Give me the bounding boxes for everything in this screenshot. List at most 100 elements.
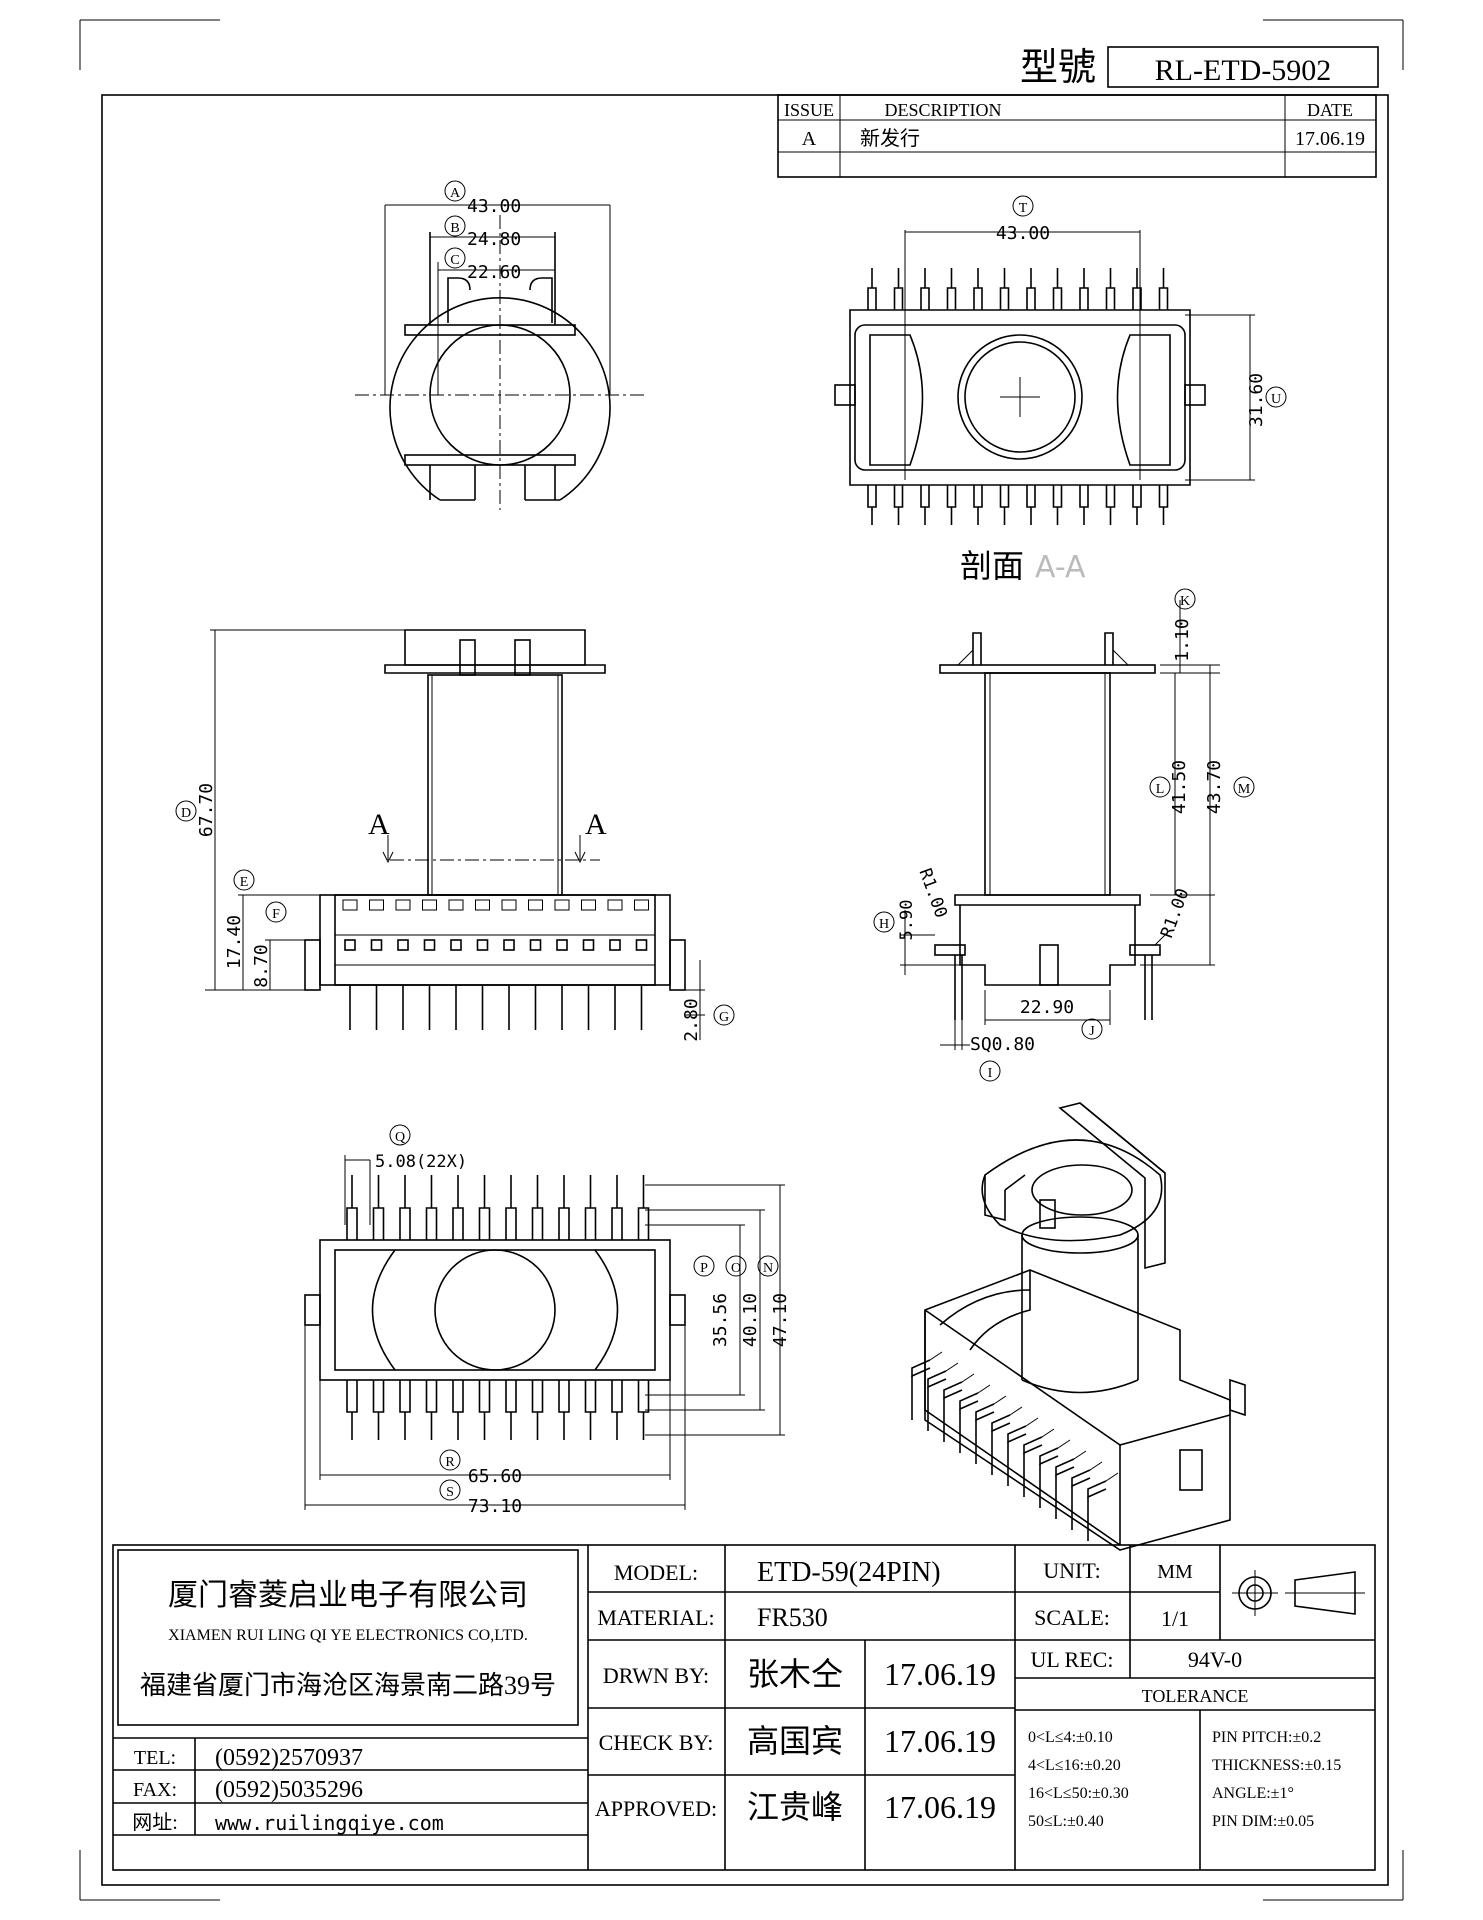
bottom-view: Q 5.08(22X) P 35.56 O 40.10 N 47.10 R 65… — [304, 1124, 791, 1517]
svg-text:SQ0.80: SQ0.80 — [970, 1034, 1035, 1055]
svg-text:T: T — [1019, 201, 1028, 216]
title-block: 厦门睿菱启业电子有限公司 XIAMEN RUI LING QI YE ELECT… — [112, 1544, 1376, 1871]
dim-f: F 8.70 — [251, 901, 287, 988]
front-pin-slot — [450, 939, 462, 951]
section-pin — [920, 485, 930, 508]
svg-text:40.10: 40.10 — [740, 1293, 761, 1347]
svg-text:G: G — [719, 1010, 729, 1025]
front-pin-notch — [554, 899, 570, 911]
bottom-pin — [531, 1380, 544, 1413]
iso-rib — [961, 1373, 975, 1383]
model-field-label: MODEL: — [614, 1560, 698, 1585]
material-label: MATERIAL: — [597, 1605, 714, 1630]
dim-c: C 22.60 — [444, 247, 521, 283]
scale-value: 1/1 — [1161, 1606, 1189, 1631]
section-pin — [893, 485, 904, 508]
section-pins — [867, 268, 1169, 525]
svg-text:H: H — [879, 917, 889, 932]
svg-text:22.60: 22.60 — [467, 262, 521, 283]
iso-rib — [945, 1362, 959, 1372]
bottom-pin — [531, 1207, 544, 1240]
bottom-pin — [478, 1380, 491, 1413]
svg-text:O: O — [731, 1261, 741, 1276]
dim-b: B 24.80 — [444, 215, 521, 250]
radius-left: R1.00 — [915, 866, 951, 921]
web-link[interactable]: www.ruilingqiye.com — [215, 1811, 444, 1835]
section-pin — [1158, 485, 1169, 508]
section-pin — [946, 287, 957, 310]
tolerance-left-0: 0<L≤4:±0.10 — [1028, 1729, 1113, 1746]
iso-rib — [1089, 1461, 1103, 1471]
iso-pin — [1023, 1436, 1043, 1455]
iso-rib — [1041, 1428, 1055, 1438]
section-pin — [1132, 485, 1142, 508]
svg-text:E: E — [240, 875, 249, 890]
iso-rib — [993, 1395, 1007, 1405]
dim-j: 22.90 J — [1020, 997, 1103, 1040]
drawn-label: DRWN BY: — [603, 1663, 709, 1688]
unit-value: MM — [1157, 1561, 1193, 1583]
section-marker-right: A — [585, 808, 607, 841]
iso-pin — [1071, 1469, 1091, 1488]
svg-text:S: S — [446, 1485, 454, 1500]
front-pin-slot — [503, 939, 515, 951]
material-value: FR530 — [757, 1603, 828, 1632]
svg-text:L: L — [1156, 782, 1165, 797]
section-pin — [1052, 485, 1063, 508]
section-title: 剖面 — [960, 548, 1024, 584]
bottom-pin — [558, 1207, 570, 1240]
svg-text:N: N — [763, 1261, 773, 1276]
bottom-pin — [399, 1207, 411, 1240]
check-by: 高国宾 — [747, 1723, 843, 1759]
iso-pin — [1007, 1425, 1027, 1444]
section-pin — [946, 485, 957, 508]
bottom-pin — [372, 1380, 385, 1413]
svg-text:B: B — [450, 221, 459, 236]
bottom-pin — [399, 1380, 411, 1413]
front-pin-slot — [370, 939, 383, 951]
approved-by: 江贵峰 — [747, 1789, 843, 1825]
svg-text:1.10: 1.10 — [1172, 618, 1193, 661]
svg-text:D: D — [181, 806, 191, 821]
section-view: T 43.00 31.60 U 剖面 A-A — [834, 195, 1287, 585]
svg-text:41.50: 41.50 — [1169, 760, 1190, 814]
iso-rib — [1025, 1417, 1039, 1427]
rev-row-issue: A — [802, 128, 817, 150]
bottom-pin — [425, 1380, 438, 1413]
front-pins — [342, 899, 649, 1030]
iso-pin — [975, 1403, 995, 1422]
company-address: 福建省厦门市海沧区海景南二路39号 — [140, 1671, 556, 1700]
tolerance-left-1: 4<L≤16:±0.20 — [1028, 1757, 1121, 1774]
svg-text:35.56: 35.56 — [710, 1293, 731, 1347]
bottom-pin — [505, 1380, 517, 1413]
tel-label: TEL: — [134, 1747, 176, 1769]
front-pin-slot — [476, 939, 489, 951]
isometric-view — [911, 1102, 1246, 1551]
dim-h: H 5.90 — [873, 900, 917, 941]
iso-pin — [1055, 1458, 1075, 1477]
front-pin-notch — [369, 899, 384, 911]
check-date: 17.06.19 — [884, 1723, 996, 1759]
rev-col-date: DATE — [1307, 100, 1353, 120]
section-pin — [1105, 485, 1116, 508]
section-pin — [973, 287, 983, 310]
svg-text:R1.00: R1.00 — [1157, 886, 1193, 941]
svg-text:5.90: 5.90 — [897, 900, 917, 941]
rev-col-description: DESCRIPTION — [884, 100, 1001, 120]
iso-rib — [1009, 1406, 1023, 1416]
bottom-pin — [558, 1380, 570, 1413]
front-pin-slot — [344, 939, 356, 951]
rev-col-issue: ISSUE — [784, 100, 834, 120]
dim-s: S 73.10 — [439, 1479, 522, 1517]
svg-text:U: U — [1271, 392, 1281, 407]
front-pin-notch — [422, 899, 437, 911]
svg-text:A: A — [450, 186, 461, 201]
front-pin-notch — [528, 899, 543, 911]
iso-pin — [911, 1359, 931, 1378]
bottom-pin — [611, 1380, 623, 1413]
svg-text:P: P — [700, 1261, 708, 1276]
front-pin-notch — [395, 899, 411, 911]
svg-text:M: M — [1238, 782, 1251, 797]
section-pin — [999, 287, 1010, 310]
